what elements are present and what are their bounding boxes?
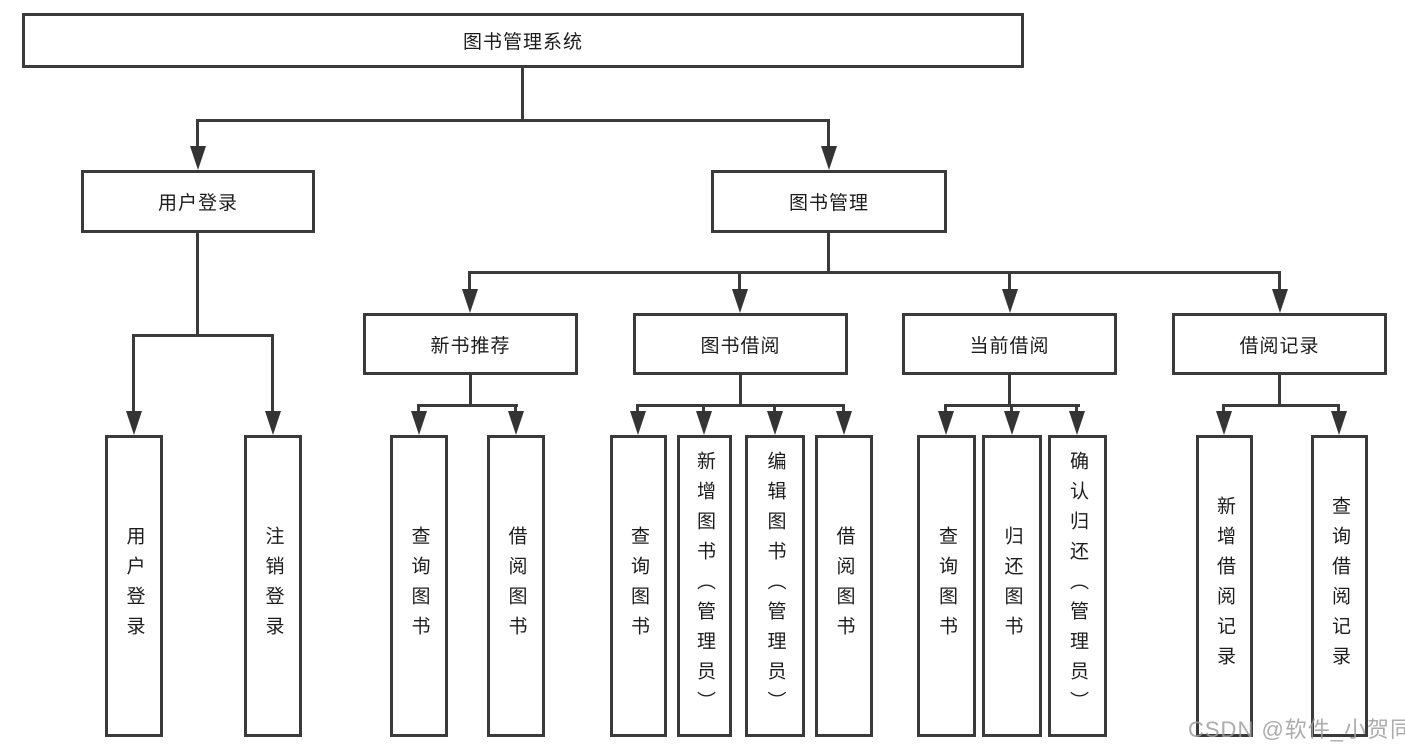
node-label: 图书管理 [788,193,869,214]
leaf-logout: 注销登录 [244,435,302,737]
arrow-down-icon [1004,411,1020,435]
edge-drop-user-login [196,119,199,149]
edge-book-management-stem [827,231,830,274]
leaf-query-books-recommend: 查询图书 [390,435,448,737]
arrow-down-icon [1069,411,1085,435]
node-borrow-records: 借阅记录 [1172,313,1387,375]
node-new-book-recommend: 新书推荐 [363,313,578,375]
leaf-label: 注销登录 [262,526,284,646]
edge-root-rail [196,119,830,122]
arrow-down-icon [767,411,783,435]
node-label: 图书管理系统 [462,32,583,53]
leaf-label: 查询图书 [936,526,957,646]
arrow-down-icon [190,146,206,170]
edge-records-rail [1222,404,1340,407]
edge-recommend-rail [417,404,518,407]
leaf-borrow-books: 借阅图书 [815,435,873,737]
arrow-down-icon [265,411,281,435]
edge-recommend-stem [469,373,472,407]
arrow-down-icon [411,411,427,435]
edge-user-login-rail [132,334,274,337]
edge-current-stem [1008,373,1011,407]
leaf-edit-books-admin: 编辑图书（管理员） [745,435,805,737]
leaf-label: 新增图书（管理员） [694,451,715,721]
leaf-label: 新增借阅记录 [1214,496,1235,676]
edge-drop-leaf-user-login [132,334,135,414]
edge-drop [1337,404,1340,416]
edge-root-stem [521,66,524,122]
edge-borrow-stem [739,373,742,407]
arrow-down-icon [696,411,712,435]
arrow-down-icon [1002,289,1018,313]
leaf-label: 借阅图书 [505,526,527,646]
arrow-down-icon [1272,289,1288,313]
node-library-management-system: 图书管理系统 [22,13,1024,68]
edge-user-login-stem [196,231,199,336]
leaf-return-books: 归还图书 [982,435,1042,737]
arrow-down-icon [938,411,954,435]
edge-drop [1010,404,1013,416]
edge-book-management-rail [468,271,1281,274]
node-book-management: 图书管理 [711,170,947,233]
leaf-query-books-current: 查询图书 [917,435,976,737]
edge-drop [773,404,776,416]
edge-drop [702,404,705,416]
node-label: 借阅记录 [1239,335,1320,357]
leaf-label: 编辑图书（管理员） [764,451,786,721]
leaf-user-login: 用户登录 [105,435,163,737]
leaf-add-borrow-record: 新增借阅记录 [1196,435,1253,737]
edge-drop-book-borrow [738,271,741,293]
edge-drop-borrow-records [1278,271,1281,293]
arrow-down-icon [836,411,852,435]
node-label: 新书推荐 [430,335,511,357]
arrow-down-icon [1216,411,1232,435]
node-label: 图书借阅 [700,335,781,357]
edge-drop-leaf-logout [271,334,274,414]
node-label: 当前借阅 [969,335,1050,357]
edge-drop [417,404,420,416]
node-current-borrow: 当前借阅 [902,313,1117,375]
leaf-confirm-return-admin: 确认归还（管理员） [1048,435,1107,737]
arrow-down-icon [1331,411,1347,435]
arrow-down-icon [630,411,646,435]
edge-records-stem [1278,373,1281,407]
edge-drop [636,404,639,416]
edge-drop [1075,404,1078,416]
leaf-label: 确认归还（管理员） [1067,451,1088,721]
leaf-label: 用户登录 [123,526,145,646]
leaf-add-books-admin: 新增图书（管理员） [677,435,732,737]
edge-drop-book-management [827,119,830,149]
node-user-login: 用户登录 [81,170,315,233]
leaf-label: 查询借阅记录 [1329,496,1350,676]
edge-drop [514,404,517,416]
arrow-down-icon [462,289,478,313]
arrow-down-icon [821,146,837,170]
leaf-query-books-borrow: 查询图书 [610,435,667,737]
edge-drop-new-book-recommend [468,271,471,293]
arrow-down-icon [732,289,748,313]
edge-drop [842,404,845,416]
edge-drop-current-borrow [1008,271,1011,293]
node-label: 用户登录 [157,193,238,214]
leaf-borrow-books-recommend: 借阅图书 [487,435,545,737]
leaf-label: 查询图书 [408,526,430,646]
edge-drop [944,404,947,416]
arrow-down-icon [126,411,142,435]
leaf-query-borrow-record: 查询借阅记录 [1311,435,1368,737]
arrow-down-icon [508,411,524,435]
csdn-watermark: CSDN @软件_小贺同学 [1188,717,1405,742]
leaf-label: 归还图书 [1001,526,1023,646]
leaf-label: 查询图书 [628,526,649,646]
edge-drop [1222,404,1225,416]
leaf-label: 借阅图书 [833,526,855,646]
node-book-borrow: 图书借阅 [633,313,848,375]
edge-borrow-rail [636,404,845,407]
